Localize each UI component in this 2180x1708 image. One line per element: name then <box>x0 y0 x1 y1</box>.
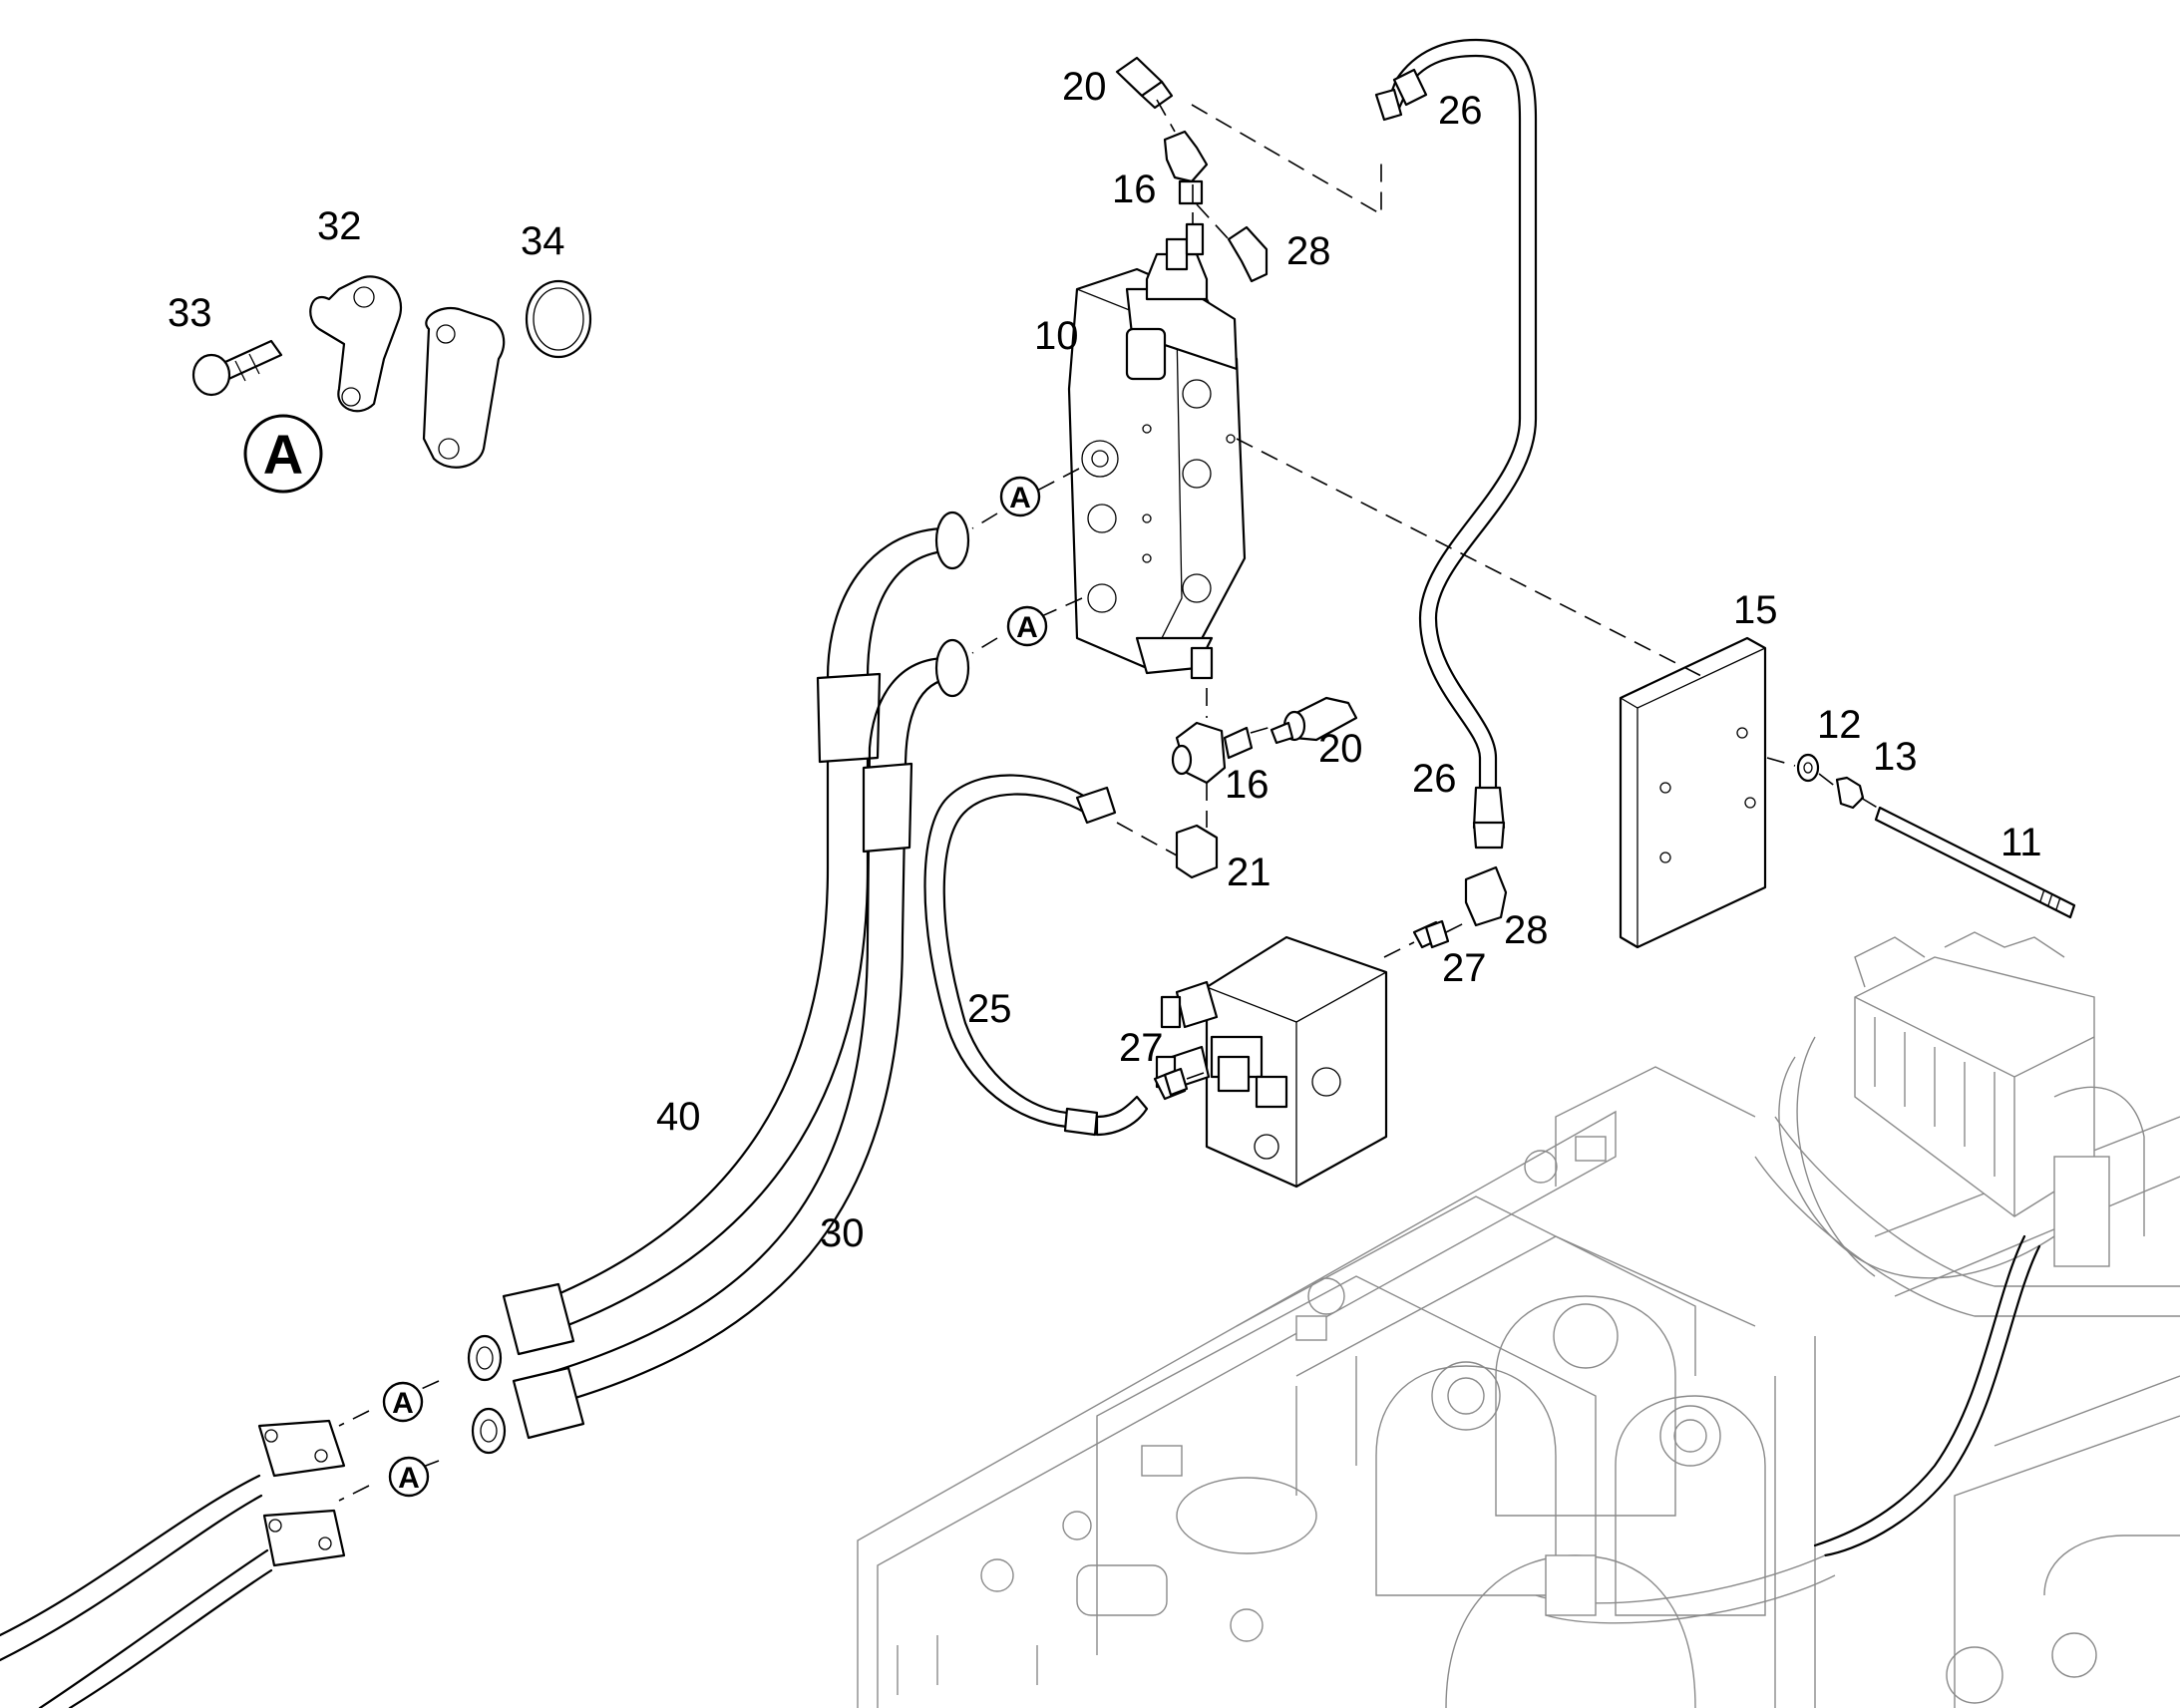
callout-16-bottom: 16 <box>1225 763 1270 807</box>
o-ring-34 <box>525 279 592 359</box>
pressure-switch-20-top <box>1115 56 1174 110</box>
elbow-fitting-21 <box>1175 824 1219 879</box>
callout-20-bottom: 20 <box>1318 727 1363 771</box>
callout-28-bottom: 28 <box>1504 908 1549 952</box>
hose-30 <box>512 656 959 1440</box>
callouts: 20 16 28 26 10 32 34 33 15 12 13 11 20 1… <box>168 65 2042 1255</box>
adapter-27-left <box>1153 1067 1189 1101</box>
leader-lines <box>338 99 1882 1502</box>
callout-40: 40 <box>656 1095 701 1139</box>
hose-25 <box>923 774 1149 1137</box>
hose-26 <box>1374 38 1538 850</box>
callout-27-left: 27 <box>1119 1026 1164 1070</box>
callout-10: 10 <box>1034 314 1079 358</box>
hose-40 <box>502 526 959 1356</box>
brake-valve-block <box>1155 935 1388 1189</box>
elbow-fitting-28-lower <box>1464 865 1508 927</box>
detail-a-circle-large: A <box>243 414 323 494</box>
callout-16-top: 16 <box>1112 168 1157 211</box>
detail-a-ref-4-label: A <box>398 1462 420 1495</box>
callout-26-bottom: 26 <box>1412 757 1457 801</box>
callout-26-top: 26 <box>1438 89 1483 133</box>
callout-33: 33 <box>168 291 212 335</box>
nut-13 <box>1835 776 1865 810</box>
flange-half <box>422 306 506 469</box>
detail-a-ref-1-label: A <box>1009 482 1031 514</box>
callout-27-right: 27 <box>1442 946 1487 990</box>
detail-a-label-large: A <box>263 423 303 486</box>
flange-half-32 <box>309 275 402 413</box>
callout-25: 25 <box>967 987 1012 1031</box>
detail-a-ref-3: A <box>382 1381 424 1423</box>
washer-12 <box>1796 753 1820 783</box>
pump-flanges <box>0 1419 346 1708</box>
tee-fitting-16-top <box>1163 130 1209 256</box>
screw-33 <box>191 339 283 397</box>
tee-fitting-16-bottom <box>1171 721 1254 785</box>
mounting-plate-15 <box>1619 636 1767 949</box>
callout-28-top: 28 <box>1286 229 1331 273</box>
callout-15: 15 <box>1733 588 1778 632</box>
callout-20-top: 20 <box>1062 65 1107 109</box>
adapter-27-right <box>1412 919 1450 949</box>
main-control-valve <box>1535 931 2145 1624</box>
callout-13: 13 <box>1873 735 1918 779</box>
callout-32: 32 <box>317 204 362 248</box>
callout-34: 34 <box>521 219 565 263</box>
callout-12: 12 <box>1817 703 1862 747</box>
hose-end-flanges <box>467 511 970 1455</box>
callout-21: 21 <box>1227 851 1272 894</box>
detail-a-ref-4: A <box>388 1456 430 1498</box>
detail-a-ref-3-label: A <box>392 1387 414 1420</box>
detail-a-ref-2-label: A <box>1016 611 1038 644</box>
machine-frame <box>857 1066 2180 1708</box>
stud-11 <box>1874 806 2076 919</box>
callout-11: 11 <box>2000 821 2042 864</box>
elbow-fitting-28-top <box>1227 225 1269 283</box>
control-valve-10 <box>1067 237 1247 680</box>
detail-a-ref-2: A <box>1006 605 1048 647</box>
detail-a-ref-1: A <box>999 476 1041 517</box>
callout-30: 30 <box>820 1211 865 1255</box>
pressure-switch-20-bottom <box>1270 696 1358 745</box>
